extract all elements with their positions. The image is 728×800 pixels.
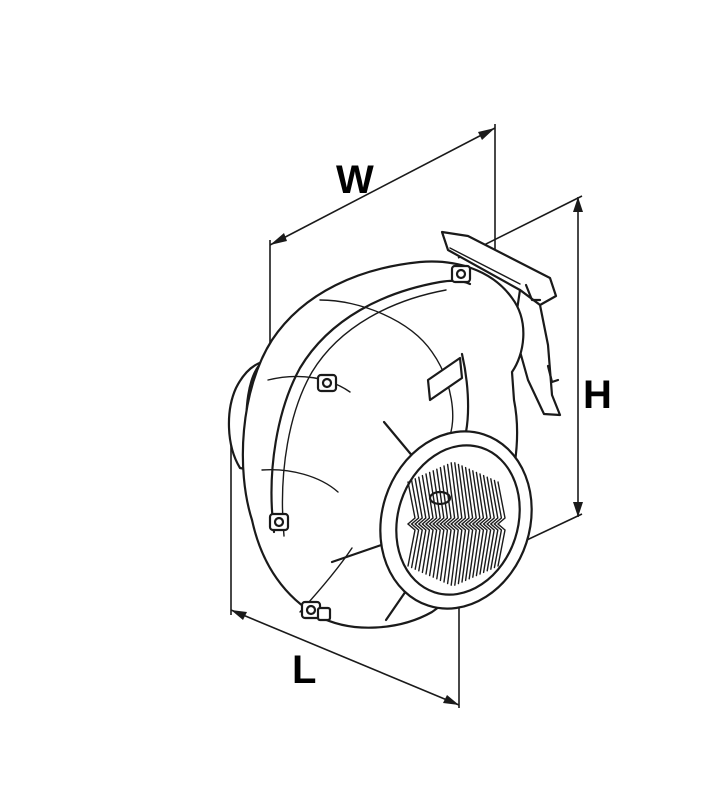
impeller-blade — [489, 478, 499, 570]
impeller-blade — [439, 466, 449, 582]
impeller-blade — [417, 476, 427, 572]
impeller-blade — [414, 478, 423, 570]
impeller-blade — [468, 468, 477, 580]
impeller-blade — [493, 479, 503, 569]
screw-upper-left — [316, 373, 338, 393]
impeller-blade — [482, 474, 492, 574]
impeller-blade — [478, 473, 488, 575]
impeller-blade — [496, 481, 506, 567]
impeller-inlet — [379, 430, 533, 610]
screw-lower-left — [268, 512, 290, 532]
impeller-blade — [453, 462, 463, 586]
impeller-blade — [460, 465, 470, 583]
impeller-blade — [410, 479, 420, 569]
screw-top — [450, 264, 472, 284]
impeller-blade — [421, 474, 431, 574]
width-label: W — [336, 158, 374, 202]
impeller-blade — [486, 476, 495, 572]
impeller-blade — [446, 463, 456, 585]
length-dimension — [230, 440, 460, 708]
impeller-blade — [457, 463, 467, 585]
impeller-blade — [464, 466, 474, 582]
length-label: L — [292, 648, 316, 692]
impeller-blade — [432, 470, 441, 578]
height-label: H — [583, 373, 612, 417]
impeller-blade — [435, 468, 445, 580]
impeller-blade — [471, 470, 481, 578]
impeller-blade — [406, 481, 416, 567]
impeller-blade — [475, 471, 485, 577]
housing-screws — [268, 264, 472, 622]
impeller-blade — [450, 462, 459, 586]
screw-bottom — [300, 600, 332, 622]
impeller-blade — [424, 473, 434, 575]
